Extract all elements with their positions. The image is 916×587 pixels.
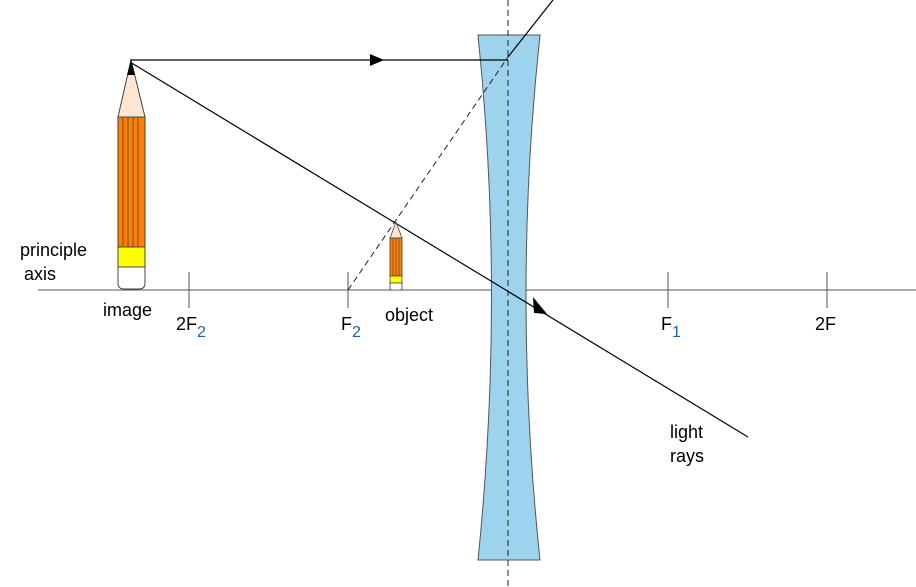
image-pencil-band: [117, 246, 146, 268]
concave-lens: [477, 34, 541, 561]
parallel-ray-arrow: [370, 54, 384, 66]
label-f1-sub: 1: [672, 324, 681, 341]
central-ray: [129, 61, 749, 438]
object-pencil: [389, 220, 403, 291]
principle-axis-label-line1: principle: [20, 240, 87, 260]
image-label: image: [103, 300, 152, 320]
central-ray-arrow: [533, 297, 547, 314]
label-f1: F1: [661, 314, 681, 341]
label-f1-main: F: [661, 314, 672, 334]
label-f2-sub: 2: [352, 324, 361, 341]
label-f2-main: F: [341, 314, 352, 334]
image-pencil-eraser: [117, 266, 146, 290]
light-rays-label-line2: rays: [670, 446, 704, 466]
object-pencil-band: [389, 275, 403, 284]
principle-axis-label-line2: axis: [24, 264, 56, 284]
object-pencil-eraser: [389, 282, 403, 291]
light-rays-label-line1: light: [670, 422, 703, 442]
label-f2: F2: [341, 314, 361, 341]
image-pencil: [117, 59, 146, 290]
image-pencil-lead: [127, 60, 135, 75]
label-2f: 2F: [815, 314, 836, 334]
virtual-ray-extension: [347, 56, 509, 291]
object-label: object: [385, 305, 433, 325]
image-pencil-body: [117, 116, 146, 248]
label-2f-main: 2F: [815, 314, 836, 334]
object-pencil-tip: [389, 220, 403, 239]
label-2f2: 2F2: [176, 314, 206, 341]
label-2f2-main: 2F: [176, 314, 197, 334]
refracted-ray: [507, 0, 554, 58]
label-2f2-sub: 2: [197, 324, 206, 341]
